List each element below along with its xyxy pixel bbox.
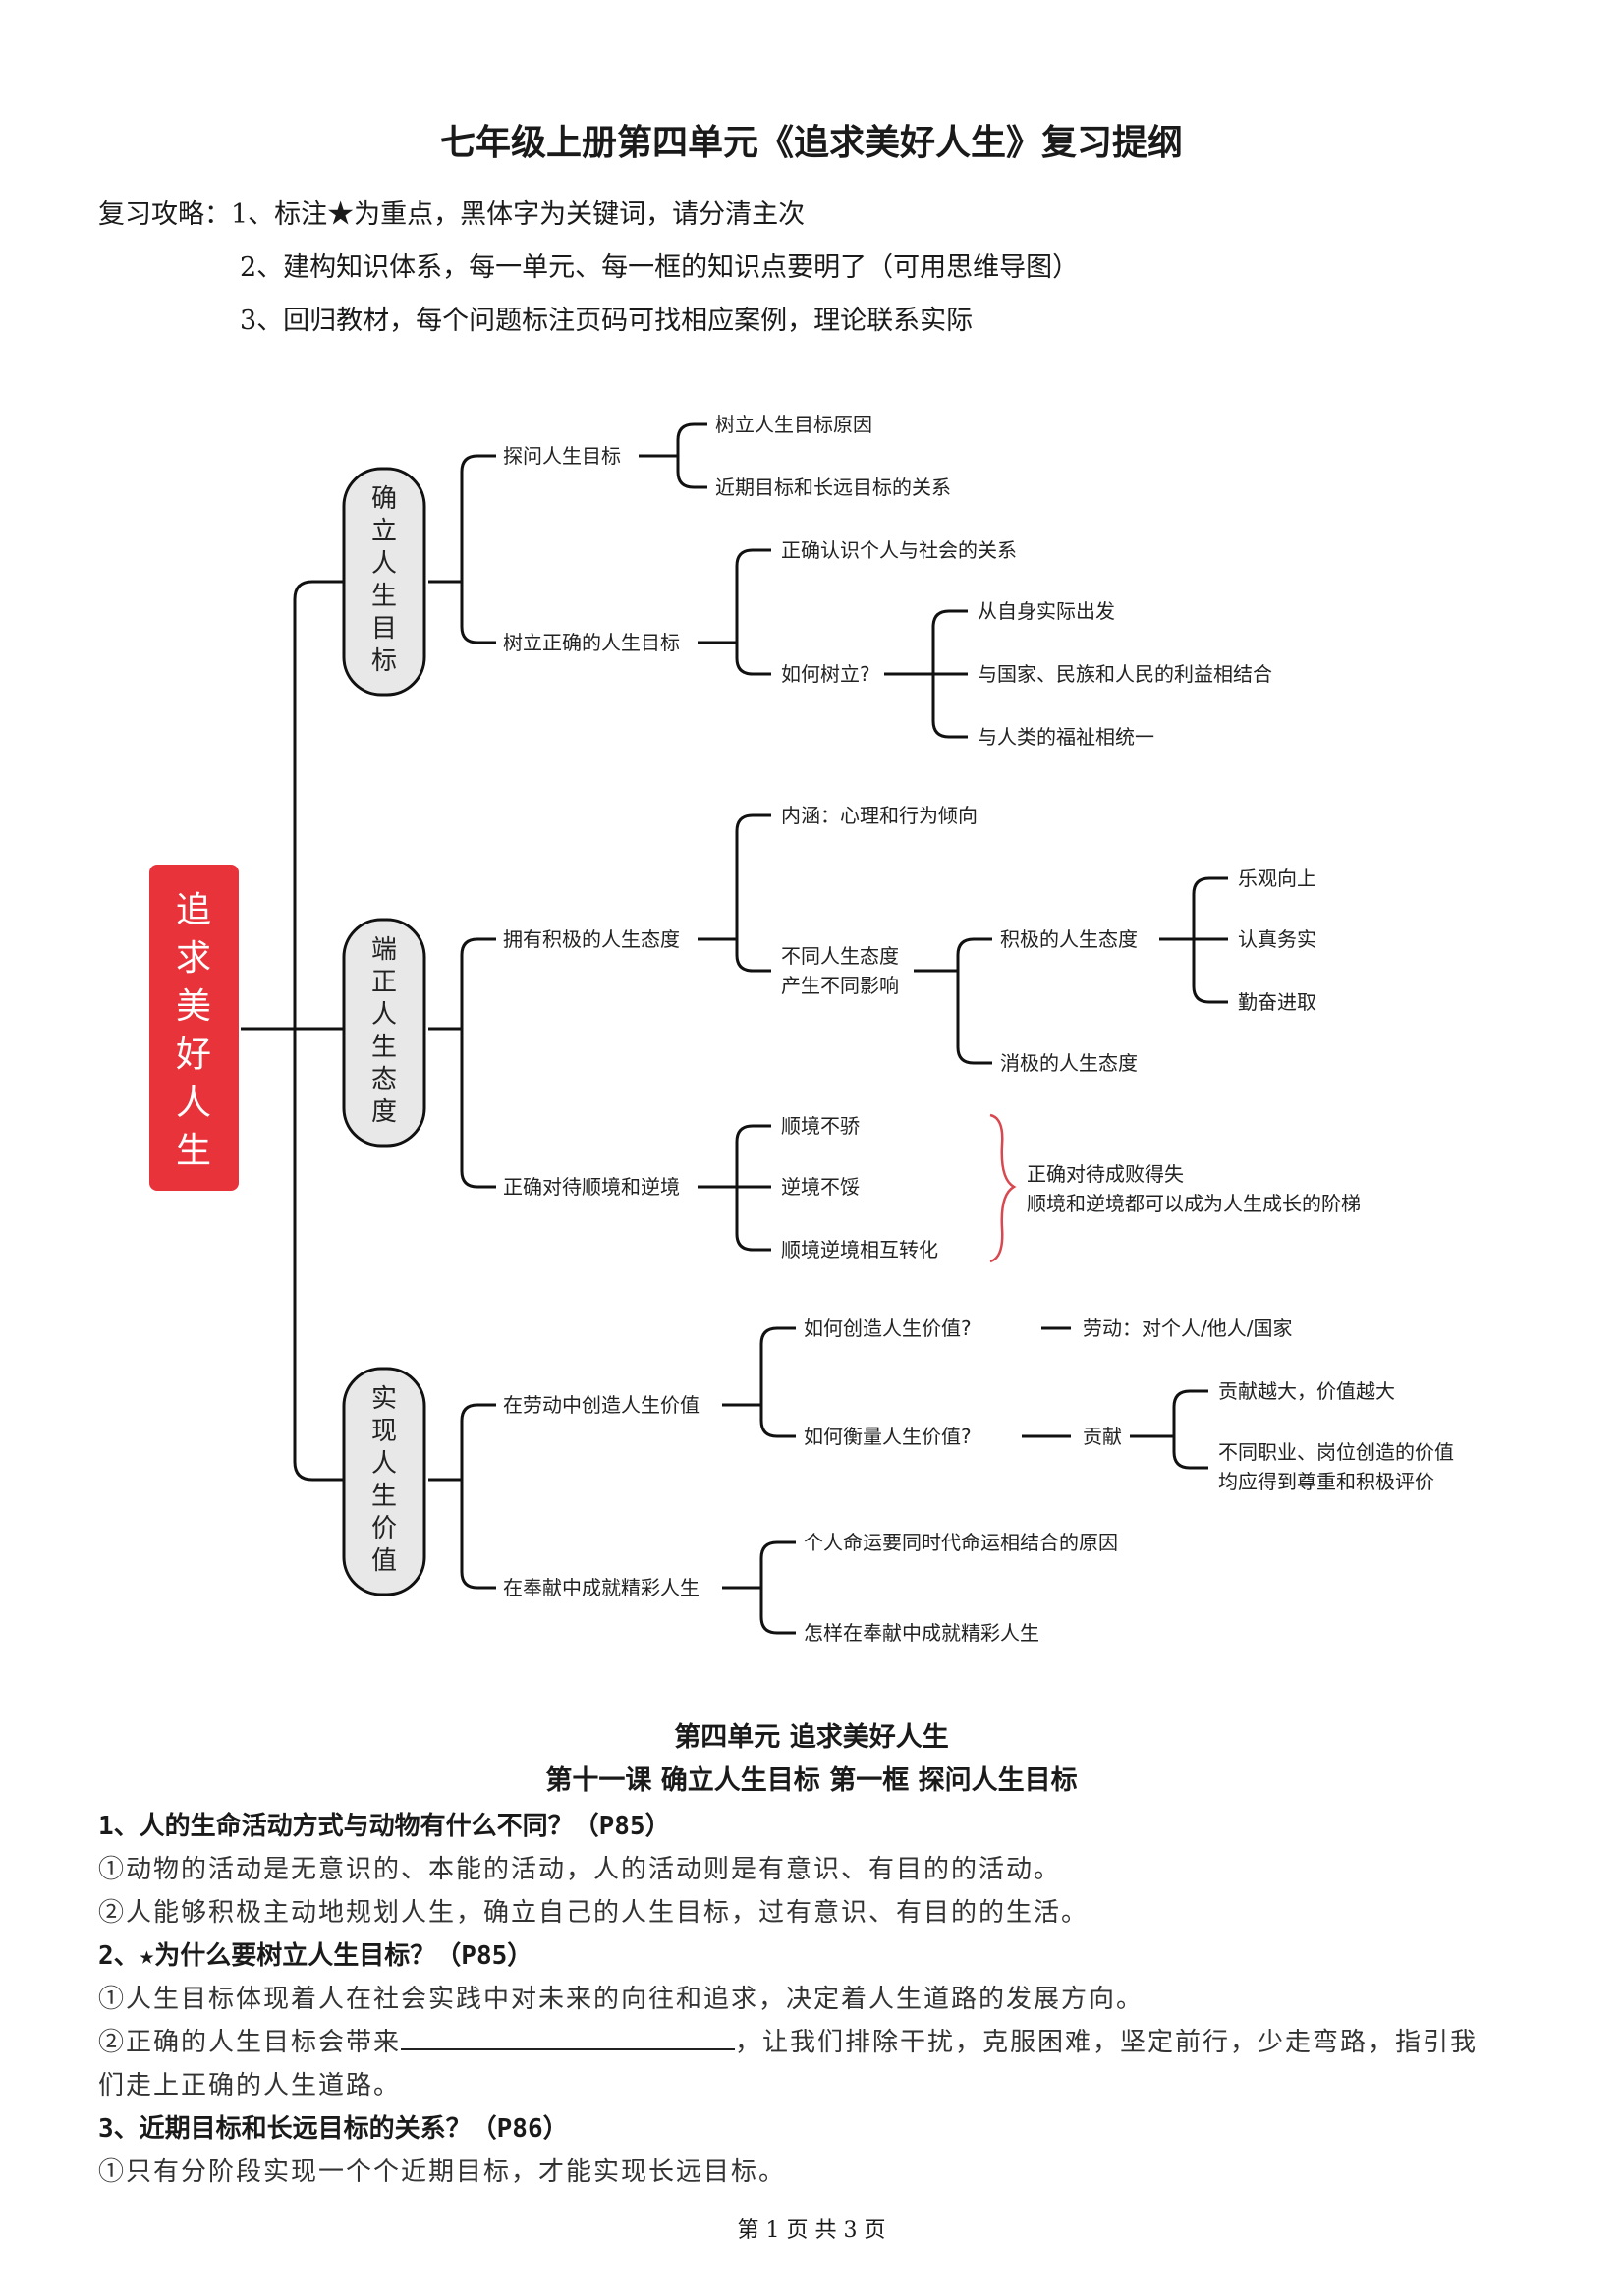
branch-goal-label-char: 确 (371, 484, 397, 514)
node-respect-1: 不同职业、岗位创造的价值 (1218, 1440, 1454, 1464)
mind-map-connectors (241, 422, 1228, 1635)
answer-2-1: ①人生目标体现着人在社会实践中对未来的向往和追求，决定着人生道路的发展方向。 (98, 1985, 1145, 2014)
mind-map-root (149, 865, 239, 1191)
page-footer: 第 1 页 共 3 页 (737, 2218, 886, 2243)
node-positive: 积极的人生态度 (1000, 927, 1138, 951)
node-adversity: 正确对待顺境和逆境 (503, 1175, 680, 1199)
root-label-char: 好 (176, 1035, 211, 1075)
node-how-measure: 如何衡量人生价值? (804, 1425, 972, 1448)
answer-2-3: 们走上正确的人生道路。 (98, 2071, 402, 2100)
node-optimistic: 乐观向上 (1238, 867, 1316, 890)
branch-value-label-char: 现 (371, 1417, 397, 1446)
branch-value-label-char: 实 (371, 1384, 397, 1414)
fill-after: ，让我们排除干扰，克服困难，坚定前行，少走弯路，指引我 (735, 2028, 1479, 2057)
branch-goal-label-char: 生 (371, 582, 397, 611)
root-label-char: 求 (176, 938, 211, 979)
node-influence-1: 不同人生态度 (781, 944, 899, 968)
node-create-answer: 劳动：对个人/他人/国家 (1083, 1316, 1292, 1340)
branch-attitude-label-char: 度 (371, 1097, 397, 1127)
unit-heading: 第四单元 追求美好人生 (674, 1722, 949, 1753)
node-dedication: 在奉献中成就精彩人生 (503, 1576, 700, 1599)
root-label-char: 美 (176, 986, 211, 1027)
node-connotation: 内涵：心理和行为倾向 (781, 804, 978, 827)
node-negative: 消极的人生态度 (1000, 1051, 1138, 1075)
root-label-char: 人 (176, 1083, 211, 1123)
node-influence-2: 产生不同影响 (781, 974, 899, 997)
fill-blank[interactable] (401, 2023, 736, 2050)
lesson-heading: 第十一课 确立人生目标 第一框 探问人生目标 (545, 1765, 1078, 1796)
node-fate: 个人命运要同时代命运相结合的原因 (804, 1531, 1118, 1554)
note-line-1: 正确对待成败得失 (1027, 1162, 1184, 1186)
review-tip-2: 2、建构知识体系，每一单元、每一框的知识点要明了（可用思维导图） (240, 252, 1080, 283)
branch-attitude-label-char: 生 (371, 1033, 397, 1062)
answer-1-2: ②人能够积极主动地规划人生，确立自己的人生目标，过有意识、有目的的生活。 (98, 1898, 1090, 1928)
branch-goal-label-char: 立 (371, 517, 397, 546)
node-individual-society: 正确认识个人与社会的关系 (781, 538, 1017, 562)
branch-attitude-label-char: 正 (371, 968, 397, 997)
question-2: 2、★为什么要树立人生目标？（P85） (98, 1941, 533, 1971)
node-how-create: 如何创造人生价值? (804, 1316, 972, 1340)
answer-2-2: ②正确的人生目标会带来 ，让我们排除干扰，克服困难，坚定前行，少走弯路，指引我 (98, 2022, 1478, 2058)
review-tip-3: 3、回归教材，每个问题标注页码可找相应案例，理论联系实际 (240, 306, 974, 336)
branch-goal-label-char: 目 (371, 614, 397, 644)
branch-goal-label-char: 人 (371, 549, 397, 579)
node-how-2: 与国家、民族和人民的利益相结合 (978, 662, 1272, 686)
branch-value-label-char: 值 (371, 1546, 397, 1576)
node-transform: 顺境逆境相互转化 (781, 1238, 938, 1261)
node-set-goal: 树立正确的人生目标 (503, 631, 680, 654)
node-how-dedicate: 怎样在奉献中成就精彩人生 (804, 1621, 1039, 1645)
branch-attitude-label-char: 人 (371, 1000, 397, 1030)
node-respect-2: 均应得到尊重和积极评价 (1218, 1470, 1434, 1493)
branch-value-label-char: 生 (371, 1482, 397, 1511)
node-how-set: 如何树立? (781, 662, 870, 686)
question-3: 3、近期目标和长远目标的关系？（P86） (98, 2114, 569, 2144)
node-more-contribution: 贡献越大，价值越大 (1218, 1379, 1395, 1403)
node-how-1: 从自身实际出发 (978, 599, 1115, 623)
branch-node-value (342, 1367, 426, 1596)
node-not-proud: 顺境不骄 (781, 1114, 860, 1138)
answer-3-1: ①只有分阶段实现一个个近期目标，才能实现长远目标。 (98, 2157, 787, 2187)
root-label-char: 追 (176, 890, 211, 930)
node-not-discouraged: 逆境不馁 (781, 1175, 860, 1199)
node-labor: 在劳动中创造人生价值 (503, 1393, 700, 1417)
node-diligent: 勤奋进取 (1238, 990, 1316, 1014)
page-title: 七年级上册第四单元《追求美好人生》复习提纲 (439, 122, 1183, 163)
brace-icon (989, 1113, 1017, 1263)
node-contribution: 贡献 (1083, 1425, 1122, 1448)
branch-node-attitude (342, 918, 426, 1148)
node-reason: 树立人生目标原因 (715, 413, 872, 436)
node-how-3: 与人类的福祉相统一 (978, 725, 1154, 749)
node-explore-goal: 探问人生目标 (503, 444, 621, 468)
node-positive-attitude: 拥有积极的人生态度 (503, 927, 680, 951)
branch-attitude-label-char: 端 (371, 935, 397, 965)
review-tip-1: 复习攻略：1、标注★为重点，黑体字为关键词，请分清主次 (98, 199, 806, 230)
branch-value-label-char: 人 (371, 1449, 397, 1479)
note-line-2: 顺境和逆境都可以成为人生成长的阶梯 (1027, 1192, 1361, 1215)
answer-1-1: ①动物的活动是无意识的、本能的活动，人的活动则是有意识、有目的的活动。 (98, 1855, 1062, 1884)
node-practical: 认真务实 (1238, 927, 1316, 951)
branch-goal-label-char: 标 (371, 646, 397, 676)
branch-value-label-char: 价 (371, 1514, 397, 1543)
fill-before: ②正确的人生目标会带来 (98, 2028, 402, 2057)
branch-node-goal (342, 467, 426, 697)
question-1: 1、人的生命活动方式与动物有什么不同？（P85） (98, 1812, 671, 1841)
root-label-char: 生 (176, 1131, 211, 1171)
node-relation: 近期目标和长远目标的关系 (715, 476, 951, 499)
branch-attitude-label-char: 态 (371, 1065, 397, 1094)
